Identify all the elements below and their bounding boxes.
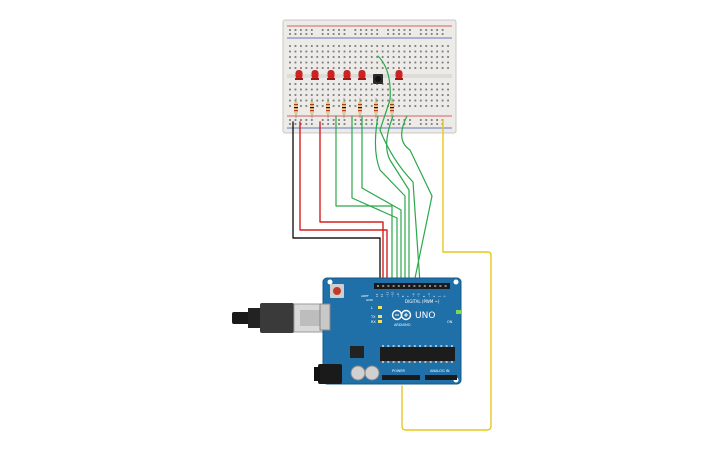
wire-signal-6[interactable] (401, 115, 433, 284)
pin-label: 2 (432, 295, 436, 297)
brand-label: ARDUINO (394, 323, 411, 327)
led-group (295, 70, 403, 80)
arduino-logo-icon (391, 309, 412, 321)
resistor-3[interactable] (326, 98, 330, 118)
pin-label: ~11 (385, 291, 389, 297)
breadboard[interactable] (282, 19, 457, 134)
pin-label: 12 (380, 294, 384, 298)
usb-port (319, 303, 331, 331)
pin-label: 8 (401, 295, 405, 297)
resistor-4[interactable] (342, 98, 346, 118)
pin-label: 13 (375, 294, 379, 298)
pin-label: ~9 (396, 293, 400, 297)
pin-label: 1 (437, 295, 441, 297)
status-led-l (378, 306, 382, 309)
wire-signal-3[interactable] (361, 115, 402, 284)
pin-label: ~6 (411, 293, 415, 297)
power-label: POWER (392, 369, 406, 373)
pin-label: ~5 (417, 293, 421, 297)
analog-label: ANALOG IN (430, 369, 450, 373)
wire-signal-2[interactable] (351, 115, 398, 284)
dc-power-jack[interactable] (314, 364, 342, 384)
power-header (382, 375, 420, 380)
digital-header (374, 283, 450, 289)
wire-signal-1[interactable] (335, 115, 393, 284)
status-led-on (456, 310, 461, 314)
led-3[interactable] (327, 70, 335, 80)
tx-label: TX (370, 315, 376, 319)
status-led-rx (378, 320, 382, 323)
capacitor-2 (364, 365, 380, 381)
led-1[interactable] (295, 70, 303, 80)
analog-header (425, 375, 457, 380)
wire-aux-yellow[interactable] (401, 119, 492, 431)
on-label: ON (447, 320, 453, 324)
uno-label: UNO (415, 311, 435, 321)
resistor-6[interactable] (374, 98, 378, 118)
wire-signal-7[interactable] (377, 55, 421, 284)
resistor-group (294, 98, 394, 118)
pin-label: 4 (422, 295, 426, 297)
resistor-2[interactable] (310, 98, 314, 118)
wire-gnd-black[interactable] (292, 121, 381, 284)
digital-header-pins (377, 285, 447, 287)
wire-signal-5[interactable] (386, 115, 410, 284)
l-label: L (371, 306, 373, 310)
gnd-label: GND (366, 298, 374, 302)
pin-label: ~3 (427, 293, 431, 297)
pin-label: 0 (443, 295, 447, 297)
atmega-chip (380, 345, 455, 363)
reset-button[interactable] (330, 284, 344, 298)
digital-label: DIGITAL (PWM ~) (405, 299, 440, 304)
wire-power-red-1[interactable] (299, 121, 388, 284)
led-4[interactable] (343, 70, 351, 80)
led-6[interactable] (395, 70, 403, 80)
pin-label: ~10 (391, 291, 395, 297)
breadboard-center-channel (287, 74, 452, 78)
led-5[interactable] (358, 70, 366, 80)
wires (292, 55, 492, 431)
resistor-5[interactable] (358, 98, 362, 118)
pin-label: 7 (406, 295, 410, 297)
resistor-1[interactable] (294, 98, 298, 118)
capacitor-1 (350, 365, 366, 381)
status-led-tx (378, 315, 382, 318)
rx-label: RX (371, 320, 376, 324)
wire-power-red-2[interactable] (319, 121, 384, 284)
pushbutton[interactable] (373, 74, 383, 84)
usb-cable[interactable] (232, 303, 329, 333)
aref-label: AREF (361, 294, 369, 298)
led-2[interactable] (311, 70, 319, 80)
resistor-7[interactable] (390, 98, 394, 118)
wire-signal-4[interactable] (374, 115, 406, 284)
voltage-regulator (350, 346, 364, 358)
